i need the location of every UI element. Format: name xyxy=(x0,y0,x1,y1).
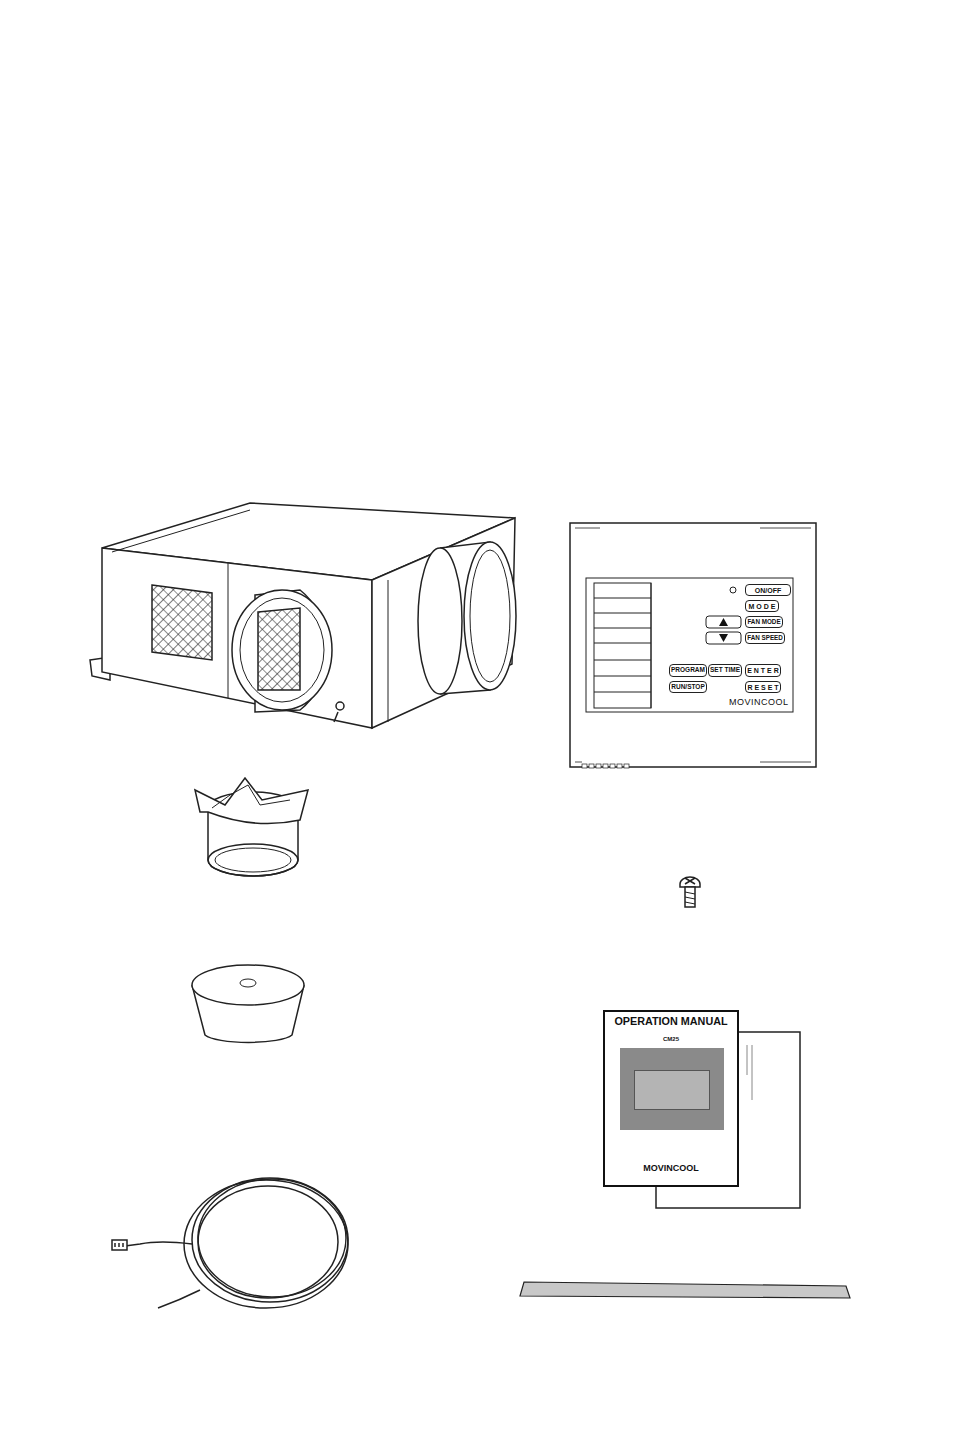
brand-logo: MOVINCOOL xyxy=(729,698,789,707)
panel-button: RUN/STOP xyxy=(669,681,707,693)
button-label: PROGRAM xyxy=(671,667,705,674)
button-label: R E S E T xyxy=(747,684,778,691)
brand-logo: MOVINCOOL xyxy=(605,1164,737,1173)
weather-strip xyxy=(520,1282,850,1298)
panel-button: R E S E T xyxy=(745,681,781,693)
hose-clip xyxy=(195,778,308,876)
button-label: FAN SPEED xyxy=(747,635,783,641)
button-label: ON/OFF xyxy=(755,587,781,594)
button-label: E N T E R xyxy=(747,667,779,674)
panel-button: M O D E xyxy=(745,600,779,612)
panel-button: E N T E R xyxy=(745,664,781,677)
button-label: FAN MODE xyxy=(747,619,780,625)
panel-button: ON/OFF xyxy=(745,584,791,596)
drain-plug xyxy=(192,965,304,1042)
panel-button: SET TIME xyxy=(708,664,742,677)
panel-button: PROGRAM xyxy=(669,664,707,677)
panel-button: FAN SPEED xyxy=(745,632,785,644)
manual-title: OPERATION MANUAL xyxy=(605,1016,737,1027)
cable xyxy=(112,1178,348,1308)
model-number: CM25 xyxy=(605,1036,737,1042)
cooling-unit xyxy=(90,503,516,728)
screw xyxy=(680,877,700,907)
operation-manual: OPERATION MANUAL CM25MOVINCOOL xyxy=(603,1010,739,1187)
button-label: SET TIME xyxy=(710,667,740,674)
remote-control-panel xyxy=(570,523,816,768)
button-label: M O D E xyxy=(749,603,776,610)
cover-photo xyxy=(620,1048,724,1130)
button-label: RUN/STOP xyxy=(671,684,704,691)
cover-unit xyxy=(634,1070,710,1110)
panel-button: FAN MODE xyxy=(745,616,783,628)
